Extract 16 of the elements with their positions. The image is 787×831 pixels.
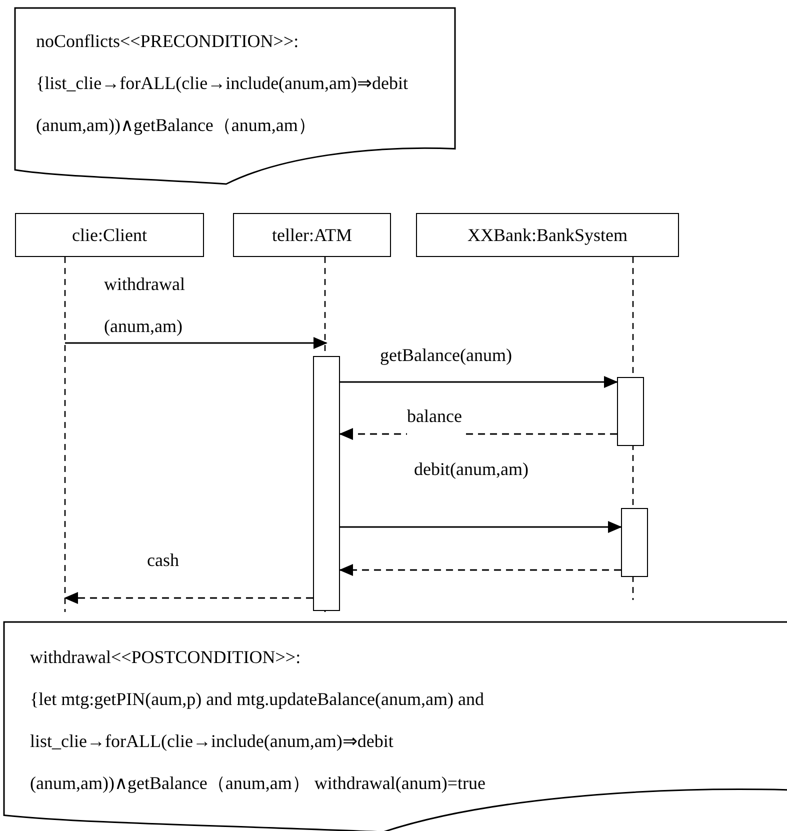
return-message-arrow bbox=[64, 592, 313, 604]
note-title: withdrawal<<POSTCONDITION>>: bbox=[30, 646, 302, 669]
constraint-text: {let mtg:getPIN(aum,p) and mtg.updateBalance(anum,am) and list_clie→forALL(clie→include(anum,am)⇒debit (anum,am))∧getBalance（anum,am） withdrawal(anum)=true bbox=[30, 688, 486, 795]
constraint-text: {list_clie→forALL(clie→include(anum,am)⇒debit (anum,am))∧getBalance（anum,am） bbox=[36, 72, 410, 137]
lifeline-header: teller:ATM bbox=[233, 213, 391, 257]
lifeline-header: XXBank:BankSystem bbox=[416, 213, 679, 257]
message-arrow bbox=[340, 521, 622, 533]
message-arrow bbox=[340, 376, 618, 388]
return-message-arrow bbox=[339, 564, 621, 576]
activation-bar bbox=[621, 508, 648, 577]
note-title: noConflicts<<PRECONDITION>>: bbox=[36, 30, 300, 53]
message-label: withdrawal (anum,am) bbox=[104, 273, 186, 338]
activation-bar bbox=[313, 356, 340, 611]
lifeline-header: clie:Client bbox=[15, 213, 204, 257]
message-arrow bbox=[65, 337, 328, 349]
activation-bar bbox=[617, 377, 644, 446]
